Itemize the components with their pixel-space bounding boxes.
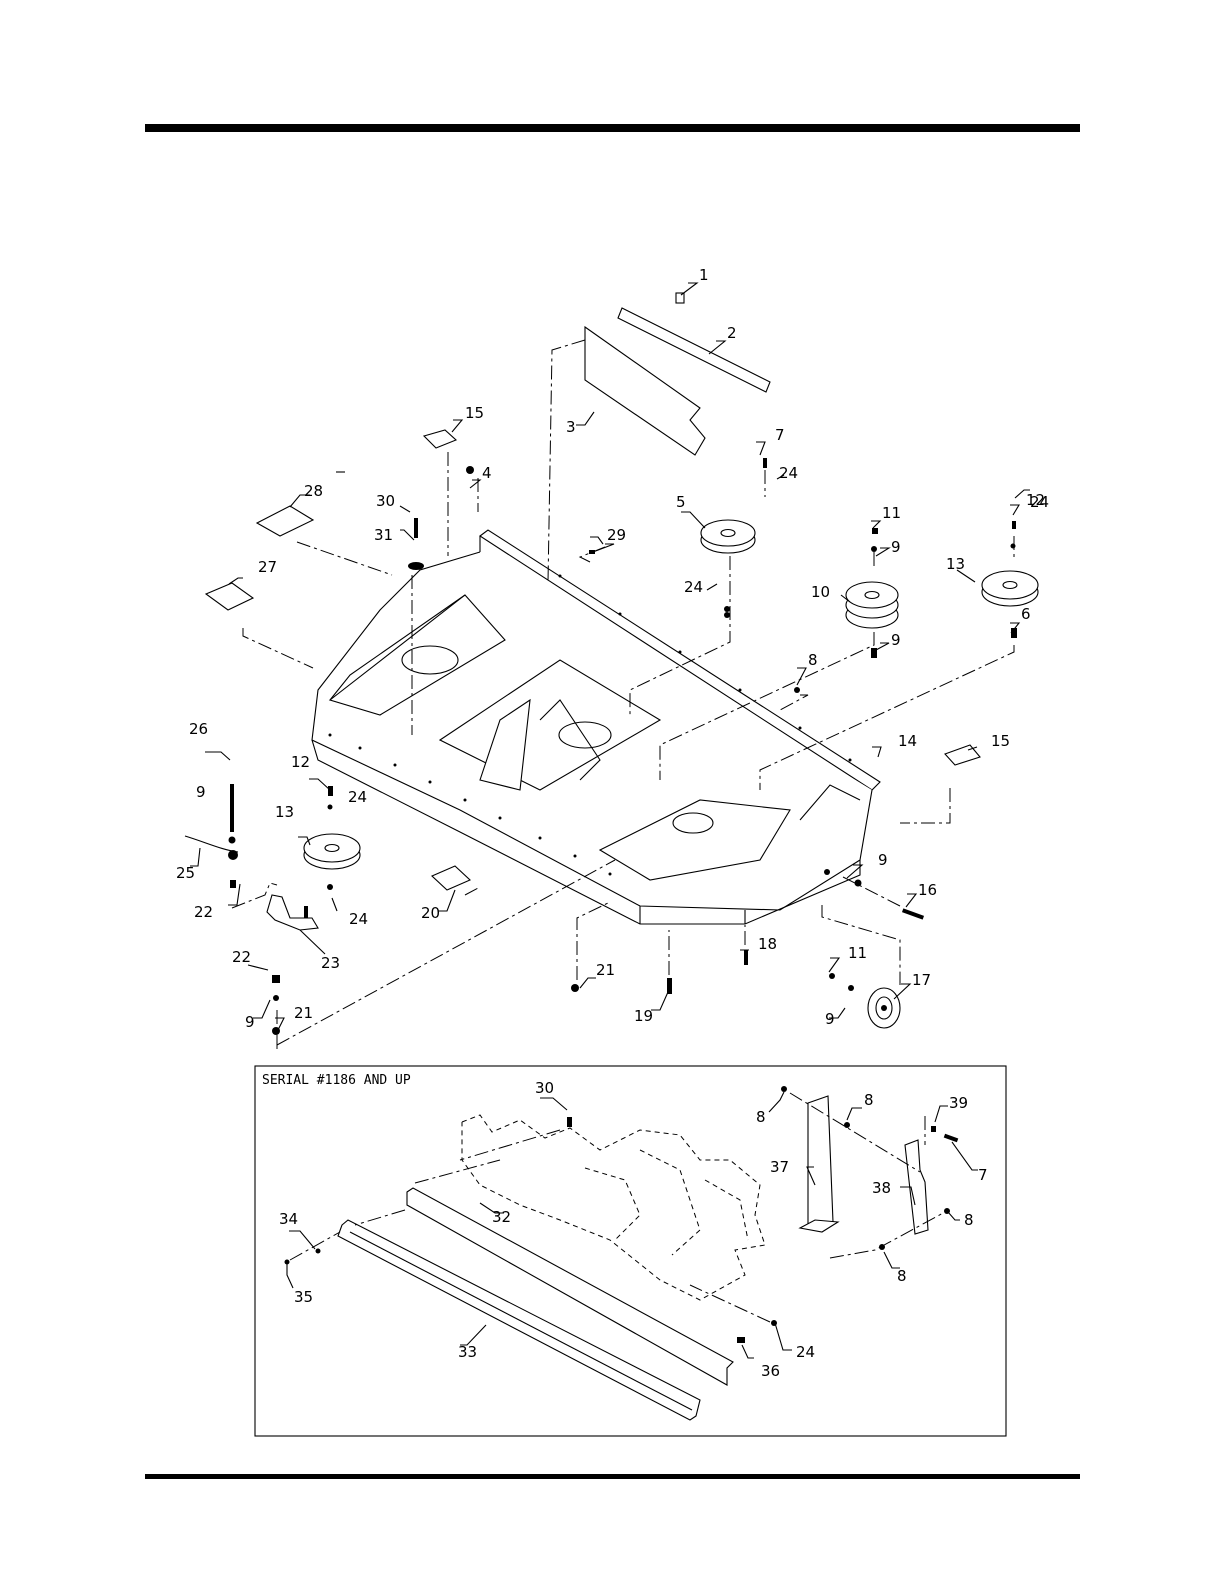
callout-38: 38 (872, 1179, 891, 1197)
callout-13-right: 13 (946, 555, 965, 573)
callout-24-top: 24 (779, 464, 798, 482)
callout-23: 23 (321, 954, 340, 972)
callout-9-right: 9 (878, 851, 888, 869)
callout-11-top: 11 (882, 504, 901, 522)
callout-19: 19 (634, 1007, 653, 1025)
callout-9-wheel: 9 (825, 1010, 835, 1028)
callout-10: 10 (811, 583, 830, 601)
callout-8-inset-c: 8 (964, 1211, 974, 1229)
callout-7: 7 (775, 426, 785, 444)
callout-24-left: 24 (348, 788, 367, 806)
callout-24-inset: 24 (796, 1343, 815, 1361)
callout-8-inset-b: 8 (864, 1091, 874, 1109)
callout-32: 32 (492, 1208, 511, 1226)
callout-2: 2 (727, 324, 737, 342)
pulley-10 (846, 582, 898, 628)
callout-8-top: 8 (808, 651, 818, 669)
gauge-wheel-17 (868, 988, 900, 1028)
callout-11-lower: 11 (848, 944, 867, 962)
callout-21-left: 21 (294, 1004, 313, 1022)
callout-9-mid: 9 (891, 631, 901, 649)
callout-22-top: 22 (194, 903, 213, 921)
callout-4: 4 (482, 464, 492, 482)
callout-18: 18 (758, 935, 777, 953)
callout-9-left: 9 (196, 783, 206, 801)
callout-9-top: 9 (891, 538, 901, 556)
callout-29: 29 (607, 526, 626, 544)
callout-15: 15 (465, 404, 484, 422)
callout-24-mid: 24 (684, 578, 703, 596)
callout-7-inset: 7 (978, 1166, 988, 1184)
callout-6: 6 (1021, 605, 1031, 623)
callout-1: 1 (699, 266, 709, 284)
arm-23 (267, 895, 318, 930)
callout-37: 37 (770, 1158, 789, 1176)
callout-24-lower: 24 (349, 910, 368, 928)
callout-16: 16 (918, 881, 937, 899)
callout-22-lower: 22 (232, 948, 251, 966)
callout-5: 5 (676, 493, 686, 511)
callout-27: 27 (258, 558, 277, 576)
pulley-5 (701, 520, 755, 553)
bottom-rule (145, 1474, 1080, 1479)
callout-15-right: 15 (991, 732, 1010, 750)
callout-30-inset: 30 (535, 1079, 554, 1097)
callout-21-mid: 21 (596, 961, 615, 979)
callout-26: 26 (189, 720, 208, 738)
callout-33: 33 (458, 1343, 477, 1361)
callout-35: 35 (294, 1288, 313, 1306)
callout-34: 34 (279, 1210, 298, 1228)
inset-caption: SERIAL #1186 AND UP (262, 1073, 411, 1088)
callout-24-right: 24 (1030, 493, 1049, 511)
pulley-13-right (982, 571, 1038, 606)
callout-8-inset-d: 8 (897, 1267, 907, 1285)
callout-36: 36 (761, 1362, 780, 1380)
callout-13-left: 13 (275, 803, 294, 821)
callout-28: 28 (304, 482, 323, 500)
callout-20: 20 (421, 904, 440, 922)
callout-30: 30 (376, 492, 395, 510)
callout-14: 14 (898, 732, 917, 750)
callout-25: 25 (176, 864, 195, 882)
callout-17: 17 (912, 971, 931, 989)
inset-parts (285, 1086, 959, 1420)
callout-39: 39 (949, 1094, 968, 1112)
callout-3: 3 (566, 418, 576, 436)
pulley-13-left (304, 834, 360, 869)
rear-shield (585, 293, 770, 455)
callout-8-inset-a: 8 (756, 1108, 766, 1126)
callout-9-bottom: 9 (245, 1013, 255, 1031)
callout-12-left: 12 (291, 753, 310, 771)
mower-deck (312, 530, 880, 924)
top-rule (145, 124, 1080, 132)
callout-31: 31 (374, 526, 393, 544)
